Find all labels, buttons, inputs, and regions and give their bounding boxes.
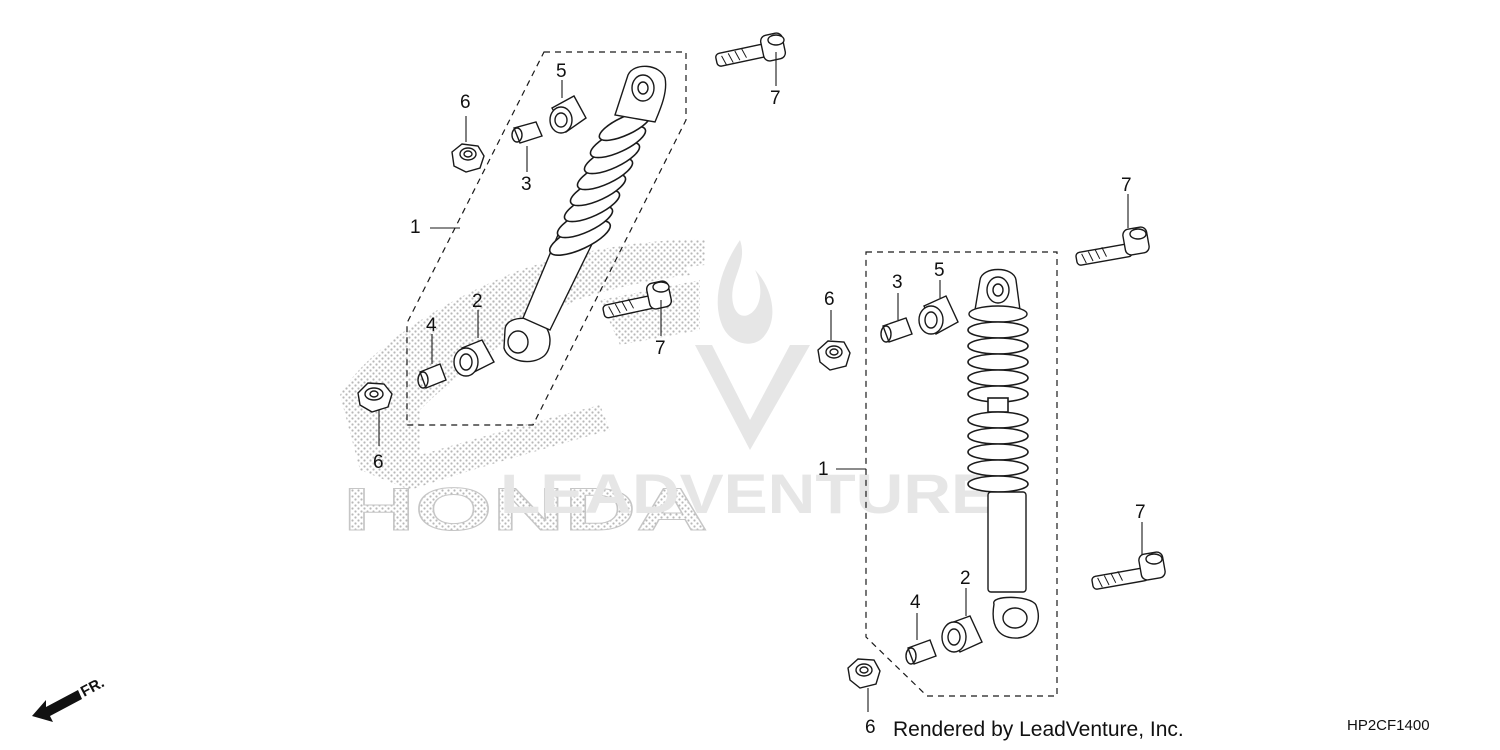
right-callout-collar-lower: 4: [910, 592, 921, 613]
left-callout-nut-upper: 6: [460, 92, 471, 113]
right-bolt-lower: [1091, 551, 1166, 590]
left-bolt-lower: [602, 280, 673, 319]
right-callout-collar-upper: 3: [892, 272, 903, 293]
left-leader-lines: [378, 52, 777, 446]
right-nut-lower: [847, 658, 881, 689]
right-bushing-upper: [918, 295, 959, 335]
right-collar-upper: [880, 317, 913, 343]
right-collar-lower: [905, 639, 937, 665]
left-callout-bolt-lower: 7: [655, 338, 666, 359]
left-collar-upper: [511, 121, 543, 144]
watermark-text: LEADVENTURE: [500, 462, 995, 525]
right-nut-upper: [817, 340, 851, 371]
left-bushing-upper: [549, 95, 587, 134]
left-bushing-lower: [453, 339, 495, 377]
left-nut-lower: [357, 382, 393, 413]
render-credit: Rendered by LeadVenture, Inc.: [893, 718, 1184, 741]
right-assembly: [817, 194, 1166, 712]
left-callout-bushing-upper: 5: [556, 61, 567, 82]
left-callout-collar-upper: 3: [521, 174, 532, 195]
right-callout-bushing-upper: 5: [934, 260, 945, 281]
honda-wing-logo: HONDA: [340, 239, 709, 544]
right-callout-nut-lower: 6: [865, 717, 876, 738]
front-arrow-icon: [32, 690, 82, 722]
right-callout-shock: 1: [818, 459, 829, 480]
left-callout-bolt-upper: 7: [770, 88, 781, 109]
left-callout-bushing-large: 2: [472, 291, 483, 312]
diagram-code: HP2CF1400: [1347, 717, 1430, 734]
right-bushing-lower: [941, 615, 983, 653]
front-direction-indicator: FR.: [32, 674, 107, 722]
right-leader-lines: [830, 194, 1143, 712]
left-callout-collar-lower: 4: [426, 315, 437, 336]
right-shock-absorber: [967, 268, 1039, 639]
honda-logo-text: HONDA: [343, 476, 708, 543]
leadventure-watermark: LEADVENTURE: [500, 240, 995, 525]
left-callout-nut-lower: 6: [373, 452, 384, 473]
left-callout-shock: 1: [410, 217, 421, 238]
left-nut-upper: [451, 143, 485, 173]
right-callout-bolt-lower: 7: [1135, 502, 1146, 523]
left-shock-absorber: [503, 65, 667, 363]
left-collar-lower: [417, 363, 447, 389]
right-assembly-frame: [865, 251, 1058, 697]
watermark-v-mark: [695, 345, 810, 450]
left-assembly: [357, 32, 787, 446]
right-bolt-upper: [1075, 226, 1150, 266]
right-callout-nut-upper: 6: [824, 289, 835, 310]
right-callout-bolt-upper: 7: [1121, 175, 1132, 196]
flame-icon: [717, 240, 773, 344]
front-label: FR.: [78, 674, 107, 700]
right-callout-bushing-large: 2: [960, 568, 971, 589]
left-assembly-frame: [406, 51, 687, 426]
